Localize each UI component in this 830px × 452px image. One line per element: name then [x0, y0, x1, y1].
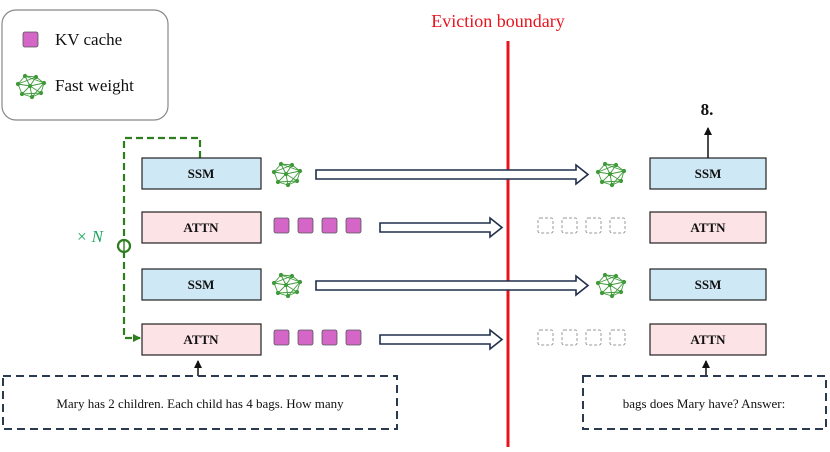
legend-fast-weight-label: Fast weight: [55, 76, 134, 95]
ssm-block-right-1-label: SSM: [695, 166, 722, 181]
repeat-count-label: × N: [76, 227, 105, 246]
attn-block-right-2-label: ATTN: [690, 332, 726, 347]
input-text-right: bags does Mary have? Answer:: [623, 396, 785, 411]
input-box-left: [2, 375, 398, 430]
ssm-block-right-1: [649, 157, 767, 190]
legend: KV cache Fast weight: [1, 9, 169, 121]
input-text-left: Mary has 2 children. Each child has 4 ba…: [56, 396, 344, 411]
legend-frame: [1, 9, 169, 121]
evicted-kv-cache-1: [537, 217, 626, 234]
ssm-block-right-2-label: SSM: [695, 277, 722, 292]
attn-block-left-1-label: ATTN: [183, 220, 219, 235]
ssm-block-right-2: [649, 268, 767, 301]
right-stack: SSM ATTN SSM ATTN: [649, 157, 767, 356]
repeat-loop-arrow: [122, 136, 202, 342]
eviction-boundary-label: Eviction boundary: [431, 11, 564, 31]
fast-weight-transfer-arrow-1: [315, 163, 590, 186]
ssm-block-left-2-label: SSM: [188, 277, 215, 292]
kv-cache-left-1: [273, 217, 362, 234]
input-box-right: [582, 375, 827, 430]
evicted-kv-cache-2: [537, 329, 626, 346]
kv-cache-swatch: [22, 31, 39, 48]
fast-weight-transfer-arrow-2: [315, 274, 590, 297]
kv-eviction-arrow-1: [379, 216, 504, 239]
repeat-loop: × N: [76, 136, 202, 342]
fast-weight-icon-right-2: [595, 272, 627, 299]
kv-eviction-arrow-2: [379, 328, 504, 351]
attn-block-left-1: [141, 211, 262, 244]
output-token: 8.: [701, 100, 714, 119]
legend-kv-cache-label: KV cache: [55, 30, 122, 49]
kv-cache-left-2: [273, 329, 362, 346]
fast-weight-icon-right-1: [595, 161, 627, 188]
left-stack: SSM ATTN SSM ATTN: [141, 157, 262, 356]
attn-block-left-2: [141, 323, 262, 356]
attn-block-left-2-label: ATTN: [183, 332, 219, 347]
ssm-block-left-2: [141, 268, 262, 301]
ssm-block-left-1-label: SSM: [188, 166, 215, 181]
fast-weight-icon-left-2: [271, 272, 303, 299]
attn-block-right-1: [649, 211, 767, 244]
attn-block-right-1-label: ATTN: [690, 220, 726, 235]
attn-block-right-2: [649, 323, 767, 356]
fast-weight-icon-left-1: [271, 161, 303, 188]
ssm-block-left-1: [141, 157, 262, 190]
